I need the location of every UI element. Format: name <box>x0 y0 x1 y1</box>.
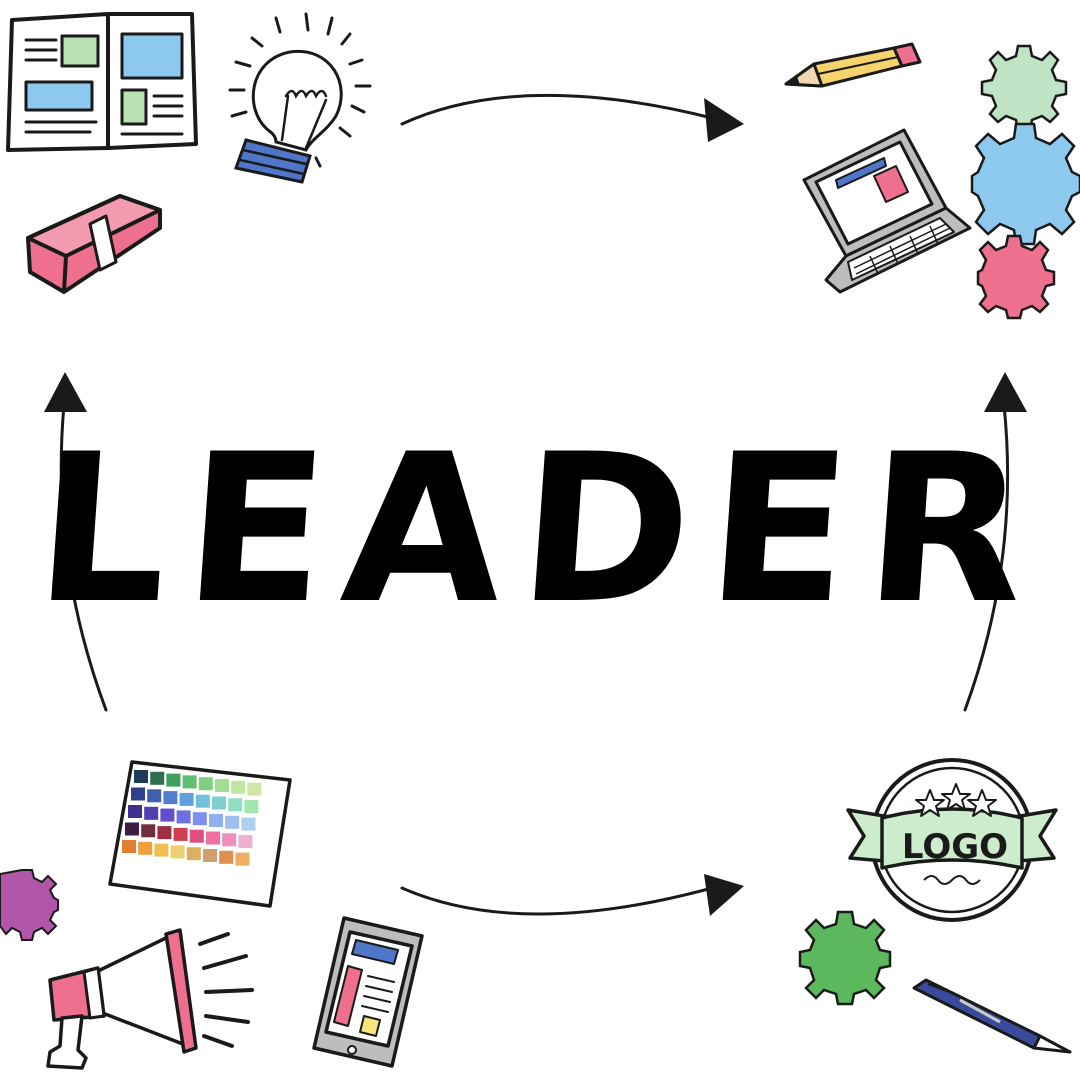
color-swatch <box>219 850 234 864</box>
color-swatch <box>212 796 226 810</box>
color-swatch <box>170 845 185 859</box>
color-swatch <box>150 771 165 785</box>
arrowheads <box>44 98 1027 916</box>
color-swatch <box>128 805 142 818</box>
newspaper-icon <box>6 12 198 152</box>
arrowhead-left <box>44 372 87 412</box>
gear-icon <box>0 869 59 941</box>
arrow-left <box>59 403 108 712</box>
color-swatch <box>122 840 136 853</box>
tablet-icon <box>312 916 424 1068</box>
pen-icon <box>912 978 1072 1054</box>
color-swatch <box>131 787 145 801</box>
lightbulb-icon <box>228 12 372 184</box>
color-swatch <box>125 822 139 836</box>
color-swatches <box>122 770 262 866</box>
cycle-arrows <box>59 93 1010 916</box>
color-swatch <box>166 773 181 787</box>
color-swatch <box>225 815 240 829</box>
arrow-right <box>963 403 1010 712</box>
color-swatch <box>203 849 217 862</box>
color-swatch <box>182 775 197 789</box>
arrowhead-bottom <box>704 874 744 916</box>
pencil-icon <box>784 42 922 88</box>
arrowhead-top <box>704 98 744 142</box>
color-swatch <box>179 792 194 806</box>
color-swatch <box>160 808 175 822</box>
logo-badge-icon <box>846 758 1058 922</box>
color-swatch <box>157 826 172 840</box>
logo-badge-text: LOGO <box>902 827 1008 867</box>
color-swatch <box>173 827 188 841</box>
main-title: LEADER <box>28 411 1052 649</box>
color-swatch <box>147 789 162 803</box>
color-swatch <box>235 852 250 866</box>
arrow-top <box>400 93 714 126</box>
color-swatch <box>209 814 223 827</box>
color-swatch <box>244 800 259 814</box>
color-swatch <box>238 835 253 849</box>
eraser-icon <box>26 194 162 294</box>
color-swatch <box>154 843 169 857</box>
color-swatch <box>144 806 159 820</box>
color-swatch <box>134 770 148 783</box>
gear-icon <box>976 234 1056 320</box>
color-swatch <box>186 847 201 861</box>
gear-icon <box>798 910 892 1006</box>
color-swatch <box>138 841 153 855</box>
color-swatch <box>198 777 213 791</box>
color-swatch <box>192 812 207 826</box>
color-swatch <box>247 782 262 796</box>
color-swatch <box>215 779 229 792</box>
color-palette-icon <box>108 760 292 908</box>
color-swatch <box>228 798 243 812</box>
color-swatch <box>189 829 204 843</box>
megaphone-icon <box>46 928 254 1070</box>
laptop-icon <box>802 128 972 294</box>
color-swatch <box>206 831 220 845</box>
color-swatch <box>241 817 256 831</box>
arrow-bottom <box>400 886 714 916</box>
gear-icon <box>980 44 1068 132</box>
color-swatch <box>176 810 191 824</box>
color-swatch <box>195 794 210 808</box>
arrowhead-right <box>984 372 1027 412</box>
color-swatch <box>141 824 156 838</box>
gear-icon <box>970 122 1080 246</box>
color-swatch <box>222 833 237 847</box>
color-swatch <box>163 791 178 805</box>
color-swatch <box>231 780 246 794</box>
